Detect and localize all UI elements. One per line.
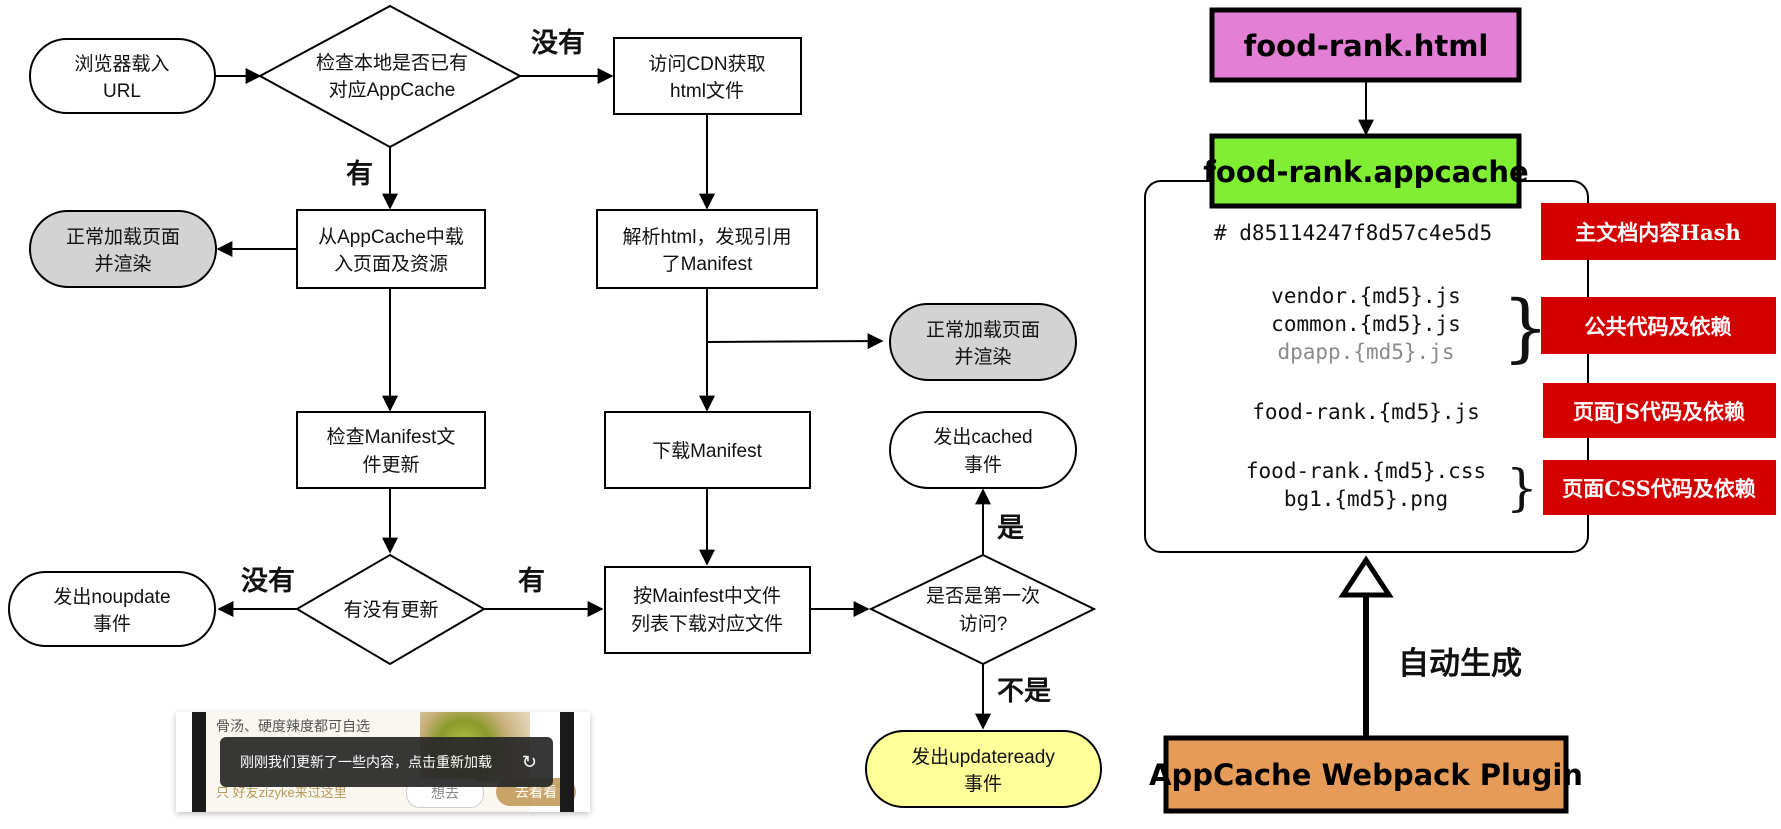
- node-emit-cached-line2: 事件: [964, 454, 1002, 476]
- node-emit-noupdate-line2: 事件: [93, 613, 131, 635]
- node-emit-noupdate: 发出noupdate 事件: [8, 571, 216, 647]
- node-render-right: 正常加载页面 并渲染: [889, 303, 1077, 381]
- node-emit-updateready-line1: 发出updateready: [911, 746, 1055, 768]
- node-start-line2: URL: [103, 81, 141, 102]
- tag-page-css-text: 页面CSS代码及依赖: [1562, 476, 1756, 501]
- node-fetch-cdn: 访问CDN获取 html文件: [613, 37, 802, 115]
- node-load-from-cache: 从AppCache中载 入页面及资源: [296, 209, 486, 289]
- auto-generate-arrow: [1338, 555, 1394, 736]
- node-check-local-line1: 检查本地是否已有: [316, 52, 468, 74]
- label-is-no: 不是: [997, 676, 1051, 706]
- node-start-line1: 浏览器载入: [74, 53, 169, 75]
- node-has-update: 有没有更新: [295, 553, 486, 666]
- node-parse-html: 解析html，发现引用 了Manifest: [596, 209, 818, 289]
- node-emit-noupdate-line1: 发出noupdate: [53, 586, 170, 608]
- node-emit-cached-line1: 发出cached: [933, 426, 1032, 448]
- screenshot-top-text: 骨汤、硬度辣度都可自选: [216, 718, 370, 734]
- node-load-from-cache-line1: 从AppCache中载: [318, 226, 464, 248]
- node-check-manifest: 检查Manifest文 件更新: [296, 411, 486, 489]
- label-no-bottom: 没有: [241, 566, 295, 596]
- node-download-files-line2: 列表下载对应文件: [631, 613, 783, 635]
- node-render-right-line2: 并渲染: [954, 346, 1011, 368]
- node-check-local: 检查本地是否已有 对应AppCache: [257, 4, 523, 149]
- edge-parse-to-render-right: [706, 333, 884, 350]
- node-check-manifest-line1: 检查Manifest文: [327, 426, 456, 448]
- update-toast[interactable]: 刚刚我们更新了一些内容，点击重新加载 ↻: [220, 737, 553, 787]
- tag-common-text: 公共代码及依赖: [1585, 314, 1732, 339]
- node-has-update-line1: 有没有更新: [343, 599, 438, 621]
- update-toast-text: 刚刚我们更新了一些内容，点击重新加载: [240, 754, 492, 770]
- node-emit-updateready-line2: 事件: [964, 773, 1002, 795]
- node-fetch-cdn-line1: 访问CDN获取: [648, 53, 765, 75]
- label-is-yes: 是: [997, 513, 1024, 543]
- node-check-manifest-line2: 件更新: [362, 454, 419, 476]
- node-render-right-line1: 正常加载页面: [926, 319, 1040, 341]
- refresh-icon[interactable]: ↻: [521, 752, 537, 772]
- label-no-top: 没有: [531, 28, 585, 58]
- manifest-hash-line: # d85114247f8d57c4e5d5: [1214, 221, 1492, 245]
- screenshot-edge-right: [560, 712, 574, 812]
- manifest-css-line: food-rank.{md5}.css: [1246, 459, 1486, 483]
- tag-common: 公共代码及依赖: [1541, 297, 1776, 354]
- manifest-dpapp-line: dpapp.{md5}.js: [1277, 340, 1454, 364]
- manifest-page-js-line: food-rank.{md5}.js: [1252, 400, 1480, 424]
- html-file-box: food-rank.html: [1209, 7, 1522, 83]
- node-first-visit-line1: 是否是第一次: [926, 585, 1040, 607]
- node-load-from-cache-line2: 入页面及资源: [334, 253, 448, 275]
- node-emit-updateready: 发出updateready 事件: [865, 730, 1102, 808]
- node-parse-html-line1: 解析html，发现引用: [623, 226, 792, 248]
- plugin-box: AppCache Webpack Plugin: [1149, 735, 1583, 814]
- label-yes-bottom: 有: [518, 566, 545, 596]
- tag-page-js: 页面JS代码及依赖: [1543, 383, 1776, 438]
- node-fetch-cdn-line2: html文件: [670, 80, 744, 102]
- plugin-title: AppCache Webpack Plugin: [1149, 758, 1583, 792]
- auto-generate-label: 自动生成: [1398, 646, 1522, 681]
- node-start: 浏览器载入 URL: [29, 38, 216, 114]
- node-first-visit-line2: 访问?: [959, 613, 1008, 635]
- html-file-title: food-rank.html: [1244, 29, 1489, 63]
- hollow-arrowhead-icon: [1338, 555, 1394, 598]
- tag-page-css: 页面CSS代码及依赖: [1543, 460, 1776, 515]
- node-check-local-line2: 对应AppCache: [329, 79, 456, 101]
- node-download-files: 按Mainfest中文件 列表下载对应文件: [604, 566, 811, 654]
- node-download-manifest: 下载Manifest: [604, 411, 811, 489]
- screenshot-edge-left: [192, 712, 206, 812]
- screenshot-friend-text: 只 好友zizyke来过这里: [216, 785, 347, 800]
- node-render-left-line2: 并渲染: [94, 253, 151, 275]
- node-emit-cached: 发出cached 事件: [889, 411, 1077, 489]
- manifest-png-line: bg1.{md5}.png: [1284, 487, 1448, 511]
- node-parse-html-line2: 了Manifest: [662, 254, 754, 275]
- node-first-visit: 是否是第一次 访问?: [868, 553, 1097, 666]
- tag-hash-text: 主文档内容Hash: [1575, 220, 1741, 245]
- node-render-left-line1: 正常加载页面: [66, 226, 180, 248]
- node-download-manifest-line1: 下载Manifest: [652, 440, 763, 462]
- manifest-vendor-line: vendor.{md5}.js: [1271, 284, 1461, 308]
- tag-page-js-text: 页面JS代码及依赖: [1573, 399, 1745, 424]
- node-render-left: 正常加载页面 并渲染: [29, 210, 217, 288]
- appcache-file-title: food-rank.appcache: [1203, 155, 1528, 189]
- node-download-files-line1: 按Mainfest中文件: [633, 585, 781, 607]
- edges: [215, 68, 991, 730]
- tag-hash: 主文档内容Hash: [1541, 203, 1776, 260]
- appcache-file-box: food-rank.appcache: [1203, 133, 1529, 209]
- app-update-screenshot: 骨汤、硬度辣度都可自选 只 好友zizyke来过这里 想去 去看看 刚刚我们更新…: [176, 712, 590, 812]
- label-yes-left: 有: [346, 159, 373, 189]
- brace-css: }: [1506, 459, 1538, 517]
- manifest-common-line: common.{md5}.js: [1271, 312, 1461, 336]
